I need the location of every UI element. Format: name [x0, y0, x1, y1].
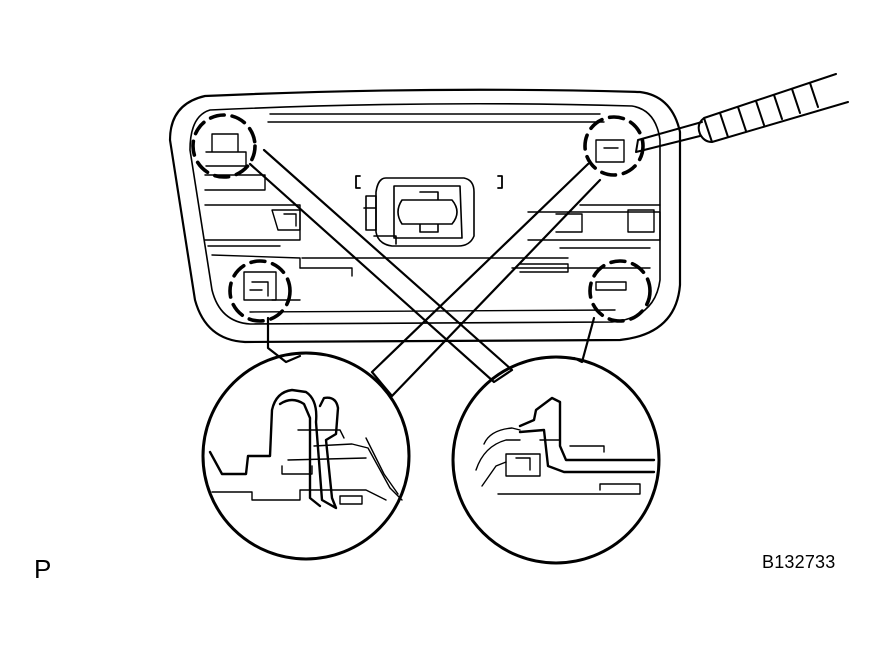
clip-callouts: [191, 113, 652, 323]
leader-upper-left: [248, 148, 514, 384]
detail-circle-left: [201, 351, 411, 561]
left-clip-body: [243, 271, 277, 301]
center-guides: [355, 175, 503, 189]
screwdriver-tip: [635, 121, 703, 153]
top-rib: [267, 113, 605, 123]
callout-clip-lower-right: [588, 259, 652, 323]
detail-right-clip: [518, 396, 656, 474]
callout-clip-upper-left: [191, 113, 257, 179]
bottom-rim: [249, 299, 616, 313]
illustration-code: B132733: [762, 552, 836, 572]
left-tab: [271, 209, 301, 231]
bulb-icon: [397, 191, 458, 233]
detail-view-left: [201, 351, 411, 561]
left-bracket: [204, 174, 301, 269]
screwdriver-shaft: [697, 73, 849, 143]
right-tab: [555, 209, 655, 233]
callout-clip-upper-right: [583, 115, 645, 177]
callout-clip-lower-left: [228, 259, 292, 323]
right-clip-body: [595, 281, 627, 291]
right-bracket: [511, 204, 661, 269]
leader-upper-right: [370, 162, 602, 398]
socket-base: [299, 257, 569, 277]
view-label: P: [34, 554, 52, 584]
detail-view-right: [451, 355, 661, 565]
leader-lower-left: [266, 316, 302, 364]
housing-inner-rim: [189, 102, 661, 325]
bulb-socket: [363, 177, 475, 247]
upper-right-clip-body: [595, 139, 625, 163]
screwdriver-grip: [719, 82, 819, 138]
map-lamp-assembly: [168, 88, 682, 344]
housing-outer-edge: [168, 88, 682, 344]
detail-circle-right: [451, 355, 661, 565]
screwdriver-icon: [635, 73, 849, 153]
detail-right-housing: [475, 427, 641, 495]
leader-lines: [248, 148, 602, 398]
detail-left-clip: [208, 388, 340, 510]
detail-left-housing: [211, 429, 403, 505]
upper-left-clip-body: [205, 133, 247, 167]
